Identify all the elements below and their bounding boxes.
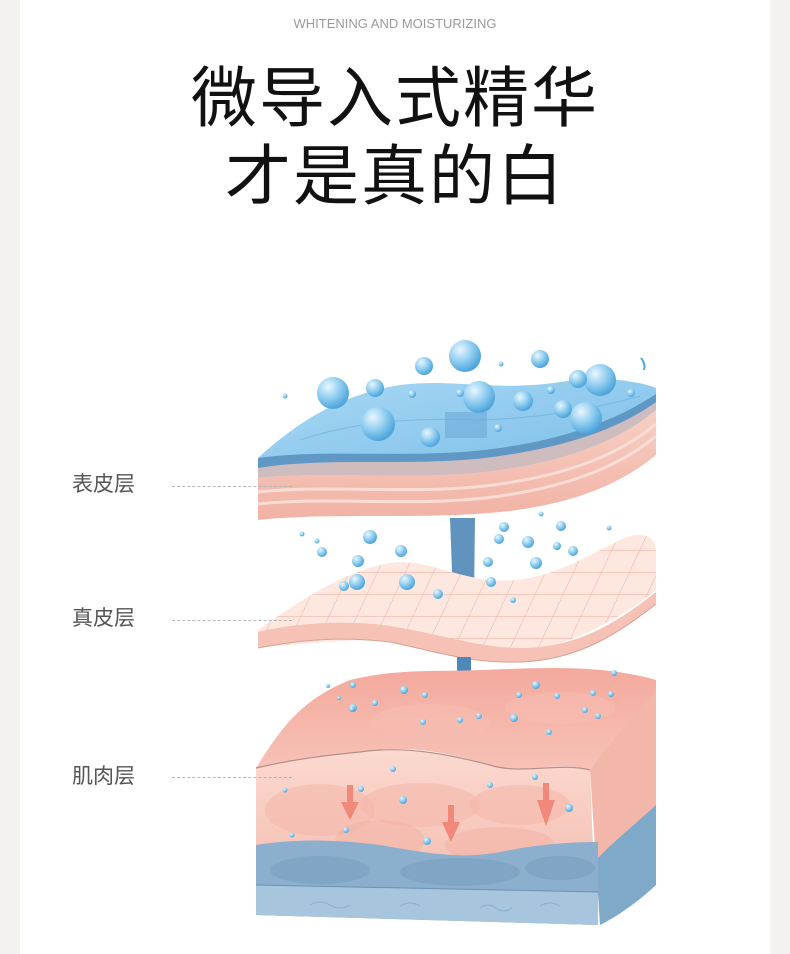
muscle-layer [255,668,656,925]
headline-line-2: 才是真的白 [225,138,565,215]
headline-line-1: 微导入式精华 [191,60,599,137]
water-bubbles-top [282,340,646,447]
epidermis-layer [257,379,657,520]
leader-line-epidermis [172,486,292,487]
label-dermis: 真皮层 [72,606,135,630]
dermis-layer [257,534,657,663]
water-bubbles-middle [299,511,612,603]
leader-line-dermis [172,620,292,621]
subtitle: WHITENING AND MOISTURIZING [293,16,497,31]
label-epidermis: 表皮层 [72,472,135,496]
leader-line-muscle [172,777,292,778]
label-muscle: 肌肉层 [72,764,135,788]
water-bubbles-bottom [282,670,617,845]
